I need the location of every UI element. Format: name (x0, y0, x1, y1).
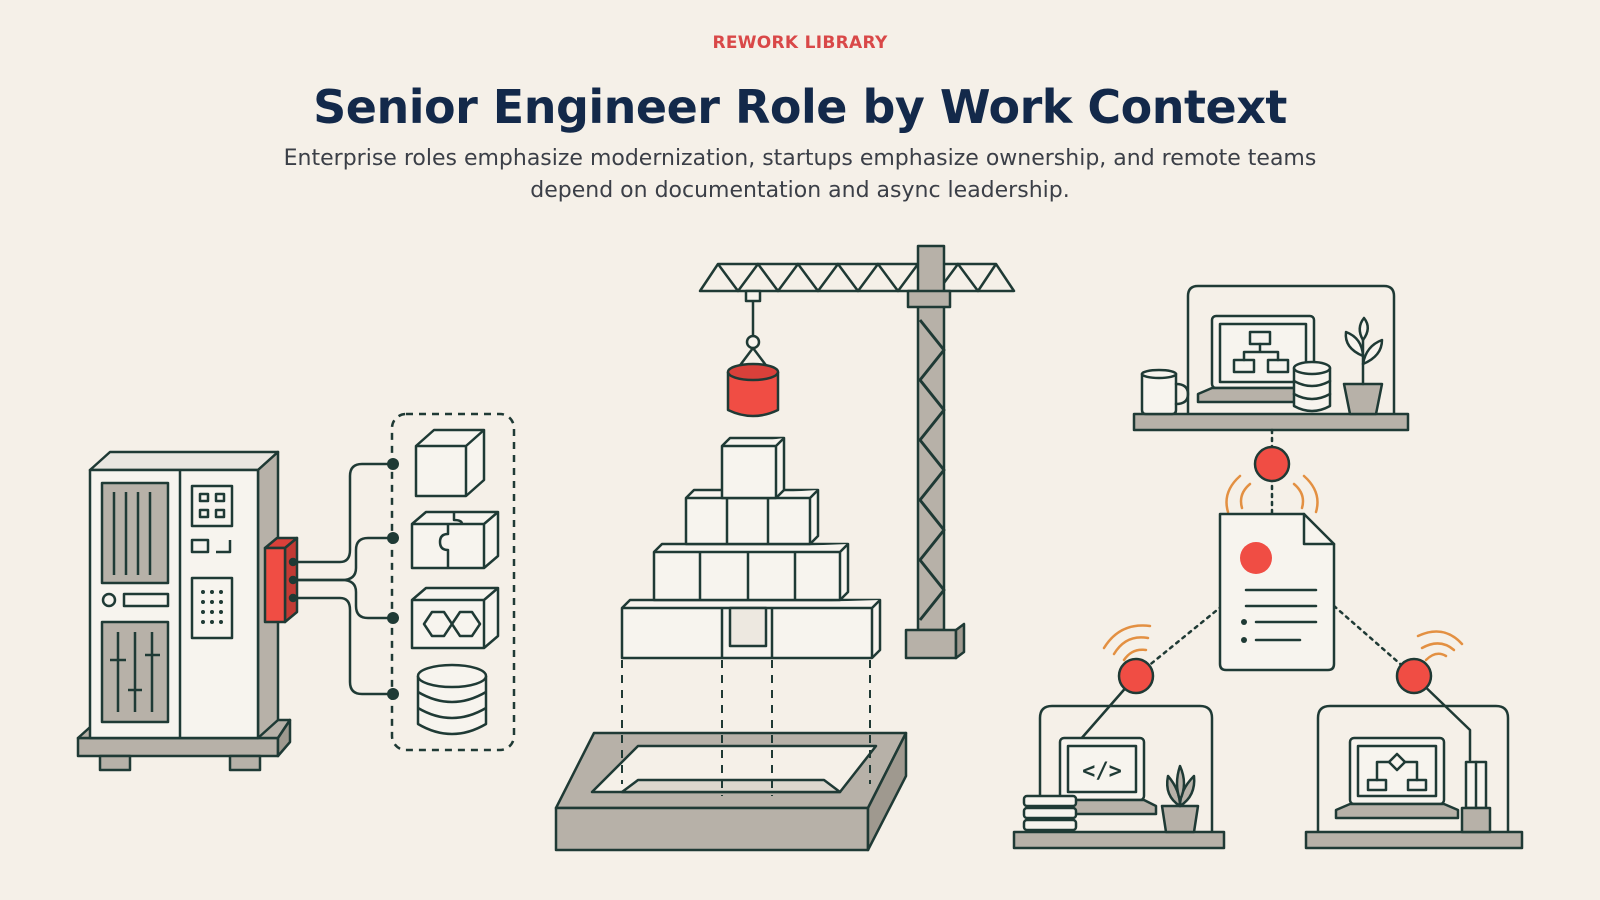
laptop-flowchart-icon (1196, 314, 1330, 404)
puzzle-module-icon (410, 510, 500, 570)
desk-shelf (1132, 412, 1410, 432)
database-stack-icon (1292, 360, 1332, 413)
startup-scene (554, 244, 1016, 852)
tower-crane-icon (698, 244, 1016, 660)
signal-node-icon (1117, 657, 1155, 695)
hexagon-module-icon (410, 586, 500, 650)
remote-scene: </> (1012, 284, 1524, 850)
module-container (390, 412, 516, 752)
foundation-frame-icon (554, 731, 908, 852)
workspace-frame (1038, 704, 1214, 834)
workspace-frame (1186, 284, 1396, 416)
red-block-icon (726, 362, 780, 418)
laptop-code-icon: </> (1046, 736, 1158, 816)
potted-plant-icon (1160, 764, 1200, 834)
coffee-mug-icon (1140, 368, 1190, 416)
eyebrow-label: REWORK LIBRARY (712, 33, 888, 53)
book-stack-icon (1022, 794, 1078, 832)
cube-module-icon (414, 428, 486, 498)
database-icon (416, 663, 488, 736)
page-subtitle: Enterprise roles emphasize modernization… (283, 146, 1317, 203)
enterprise-scene (76, 412, 516, 772)
signal-arcs (1102, 474, 1464, 662)
page-title: Senior Engineer Role by Work Context (313, 80, 1287, 134)
block-pyramid-icon (620, 436, 882, 660)
signal-node-icon (1395, 657, 1433, 695)
code-glyph: </> (1082, 759, 1122, 784)
foundation-guides (621, 660, 871, 796)
server-cabinet-icon (88, 450, 280, 740)
laptop-diagram-icon (1334, 736, 1460, 820)
link-right-solid (1412, 674, 1472, 762)
connector-lines (297, 458, 399, 700)
desk-shelf (1012, 830, 1226, 850)
desk-shelf (1304, 830, 1524, 850)
adapter-module-icon (263, 536, 299, 624)
potted-plant-icon (1342, 316, 1384, 416)
desk-lamp-icon (1460, 760, 1492, 834)
document-icon (1218, 512, 1336, 672)
signal-node-icon (1253, 445, 1291, 483)
workspace-frame (1316, 704, 1510, 834)
